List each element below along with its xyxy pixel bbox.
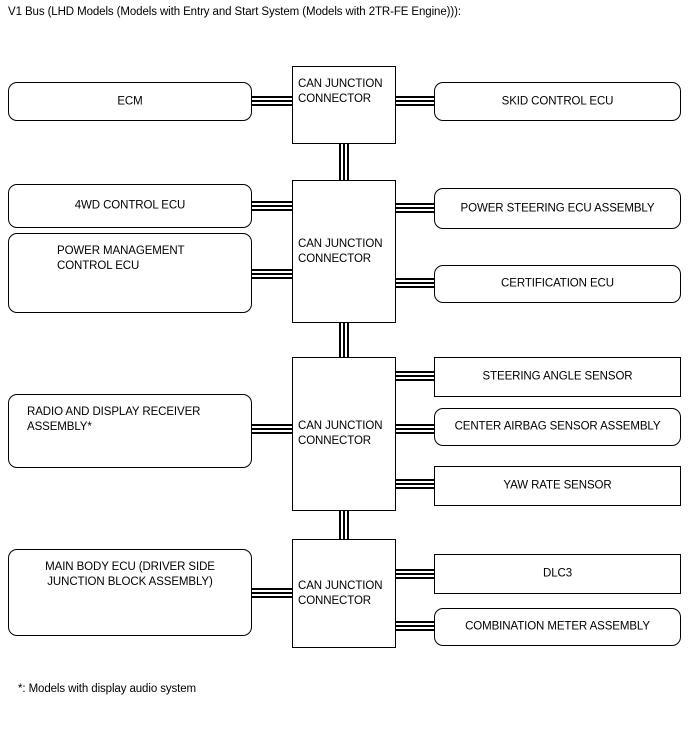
bus-junction-1-to-junction-2 (339, 144, 350, 182)
bus-junction-2-to-power-steering-ecu-assembly (396, 203, 435, 214)
bus-junction-2-to-junction-3 (339, 323, 350, 358)
diagram-caption: V1 Bus (LHD Models (Models with Entry an… (8, 6, 461, 18)
node-yaw-rate-sensor-label: YAW RATE SENSOR (503, 479, 612, 492)
bus-4wd-control-ecu-to-junction-2 (252, 201, 293, 212)
node-dlc3-label: DLC3 (542, 567, 572, 580)
node-dlc3[interactable]: DLC3 (434, 554, 681, 594)
bus-junction-4-to-dlc3 (396, 569, 435, 580)
node-ecm[interactable]: ECM (8, 82, 252, 121)
bus-junction-3-to-steering-angle-sensor (396, 371, 435, 382)
bus-power-management-control-ecu-to-junction-2 (252, 269, 293, 280)
node-skid-control-ecu[interactable]: SKID CONTROL ECU (434, 82, 681, 121)
bus-junction-2-to-certification-ecu (396, 278, 435, 289)
node-steering-angle-sensor[interactable]: STEERING ANGLE SENSOR (434, 357, 681, 397)
node-4wd-control-ecu-label: 4WD CONTROL ECU (74, 199, 186, 212)
node-4wd-control-ecu[interactable]: 4WD CONTROL ECU (8, 184, 252, 228)
bus-junction-3-to-yaw-rate-sensor (396, 479, 435, 490)
bus-junction-1-to-skid-control-ecu (396, 96, 435, 107)
node-steering-angle-sensor-label: STEERING ANGLE SENSOR (482, 370, 633, 383)
node-certification-ecu[interactable]: CERTIFICATION ECU (434, 265, 681, 303)
node-ecm-label: ECM (117, 95, 143, 107)
node-yaw-rate-sensor[interactable]: YAW RATE SENSOR (434, 466, 681, 506)
node-combination-meter-assembly[interactable]: COMBINATION METER ASSEMBLY (434, 608, 681, 646)
diagram-footnote: *: Models with display audio system (18, 683, 197, 695)
node-skid-control-ecu-label: SKID CONTROL ECU (501, 95, 614, 107)
bus-ecm-to-junction-1 (252, 96, 293, 107)
bus-junction-3-to-center-airbag-sensor-assembly (396, 424, 435, 435)
node-power-steering-ecu-assembly[interactable]: POWER STEERING ECU ASSEMBLY (434, 188, 681, 229)
bus-junction-3-to-junction-4 (339, 511, 350, 540)
node-center-airbag-sensor-assembly-label: CENTER AIRBAG SENSOR ASSEMBLY (454, 420, 661, 433)
node-certification-ecu-label: CERTIFICATION ECU (501, 277, 614, 290)
bus-junction-4-to-combination-meter-assembly (396, 621, 435, 632)
node-center-airbag-sensor-assembly[interactable]: CENTER AIRBAG SENSOR ASSEMBLY (434, 408, 681, 446)
bus-main-body-ecu-to-junction-4 (252, 588, 293, 599)
node-combination-meter-assembly-label: COMBINATION METER ASSEMBLY (465, 620, 650, 633)
node-power-steering-ecu-assembly-label: POWER STEERING ECU ASSEMBLY (460, 202, 655, 214)
bus-radio-and-display-receiver-assembly-to-junction-3 (252, 424, 293, 435)
